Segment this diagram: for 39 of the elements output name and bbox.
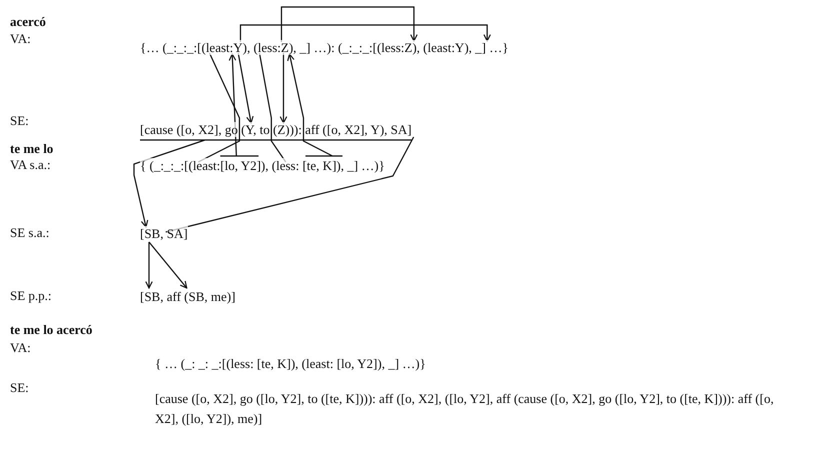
formula-segment: (Z))): (272, 122, 302, 137)
formula-segment: [lo, Y2]), (220, 158, 269, 173)
row-label: te me lo (10, 141, 54, 157)
arrow (287, 53, 344, 157)
formula-segment: (least:Y), _] …} (423, 40, 508, 55)
row-label: SE: (10, 113, 29, 129)
arrow (238, 52, 254, 124)
row-label: VA: (10, 31, 31, 47)
formula-segment: (Y, to (241, 122, 270, 137)
formula-segment: {… (_:_:_:[ (140, 40, 202, 55)
formula-segment: (_:_:_:[(less:Z), (338, 40, 420, 55)
row-label: VA s.a.: (10, 157, 51, 173)
formula-segment: { (_:_:_:[(least: (140, 158, 220, 173)
formula-segment: SA] (166, 226, 188, 241)
formula-segment: (less:Z), _] …): (253, 40, 335, 55)
formula-segment: aff ([o, X2], Y), SA] (305, 122, 412, 137)
row-label: SE: (10, 380, 29, 396)
connector-line (166, 136, 414, 233)
arrow (133, 139, 412, 228)
arrow (240, 24, 491, 42)
formula-text: [cause ([o, X2], go ([lo, Y2], to ([te, K]))): aff ([o, X2], ([lo, Y2], aff (cause ([o, X2], go ([lo, Y2], to ([te, K]))): aff ([o, X2], ([lo, Y2]), me)] (155, 390, 775, 428)
row-label: SE p.p.: (10, 288, 52, 304)
formula-segment: [SB, (140, 226, 164, 241)
arrow (220, 53, 260, 157)
formula-text: { … (_: _: _:[(less: [te, K]), (least: [lo, Y2]), _] …)} (155, 356, 426, 372)
row-label: SE s.a.: (10, 225, 50, 241)
arrow (280, 6, 418, 42)
arrow (145, 242, 153, 289)
row-label: VA: (10, 340, 31, 356)
arrow (148, 242, 188, 289)
formula-segment: [SB, (140, 289, 164, 304)
row-label: te me lo acercó (10, 322, 92, 338)
row-label: acercó (10, 14, 46, 30)
formula-segment: aff (SB, me)] (166, 289, 236, 304)
formula-segment: (least:Y), (201, 40, 250, 55)
formula-segment: [cause ([o, X2], go (140, 122, 238, 137)
formula-segment: [te, K]), _] …)} (302, 158, 385, 173)
formula-segment: (less: (272, 158, 300, 173)
arrow (280, 53, 288, 124)
